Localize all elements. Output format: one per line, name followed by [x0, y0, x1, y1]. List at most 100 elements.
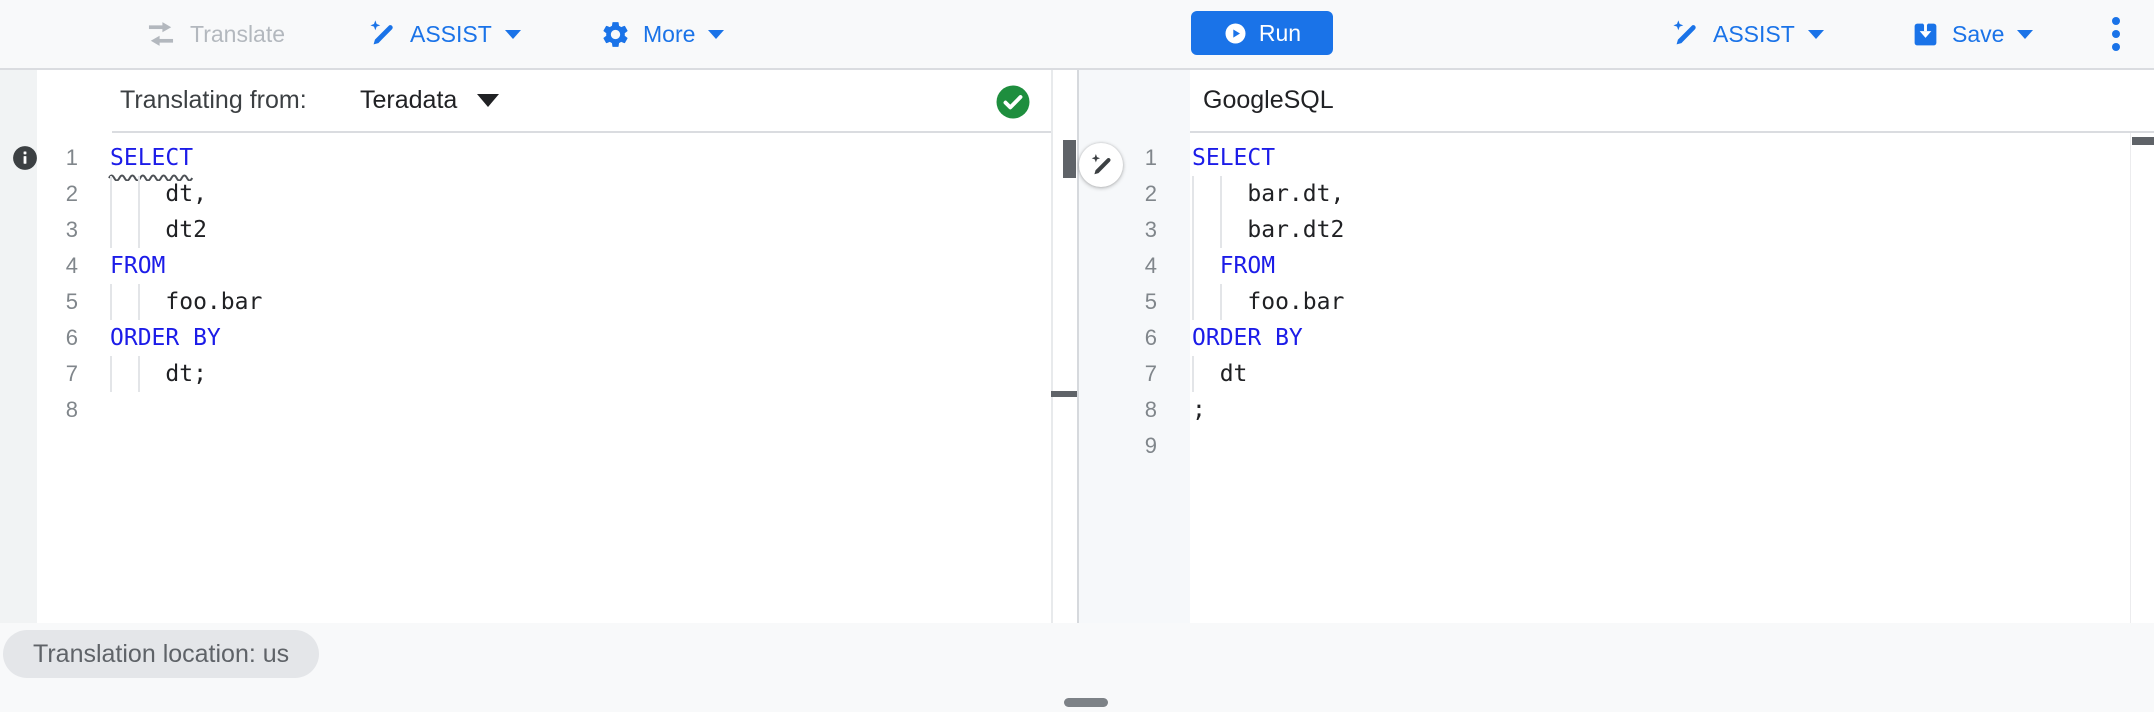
line-number: 3: [1144, 217, 1157, 242]
save-box-icon: [1911, 20, 1940, 49]
line-number: 4: [1144, 253, 1157, 278]
indent-guide: [137, 212, 140, 248]
magic-pen-icon: [1669, 18, 1701, 50]
code-text: bar.dt,: [1192, 181, 1345, 207]
code-line[interactable]: 1 SELECT: [0, 140, 2154, 176]
chevron-down-icon: [2017, 29, 2034, 39]
code-text: dt: [1192, 361, 1248, 387]
code-line[interactable]: 2 dt,: [0, 176, 2154, 212]
save-dropdown[interactable]: Save: [1911, 0, 2034, 68]
line-number: 1: [1144, 145, 1157, 170]
assist-right-label: ASSIST: [1713, 20, 1795, 47]
code-text: FROM: [110, 253, 166, 279]
right-editor-scrollbar-thumb[interactable]: [2132, 137, 2154, 145]
indent-guide: [1192, 212, 1194, 248]
play-circle-icon: [1223, 21, 1248, 46]
source-dialect-dropdown[interactable]: Teradata: [360, 70, 500, 131]
assist-suggestion-button[interactable]: [1079, 143, 1123, 187]
code-line[interactable]: 1 SELECT: [0, 140, 2154, 182]
right-scrollbar-track: [2130, 133, 2131, 623]
code-line[interactable]: 6 ORDER BY: [0, 320, 2154, 356]
line-number: 5: [65, 289, 78, 314]
line-number: 1: [65, 145, 78, 170]
panel-split-divider[interactable]: [1077, 70, 1079, 623]
translate-button[interactable]: Translate: [144, 0, 298, 68]
chevron-down-icon: [477, 94, 500, 107]
bottom-panel-drag-handle[interactable]: [1064, 698, 1108, 707]
code-line[interactable]: 5 foo.bar: [0, 284, 2154, 320]
indent-guide: [1192, 176, 1194, 212]
code-line[interactable]: 3 dt2: [0, 212, 2154, 248]
kebab-menu-icon[interactable]: [2101, 0, 2131, 68]
code-line[interactable]: 3 bar.dt2: [0, 212, 2154, 248]
gear-icon: [600, 19, 631, 50]
indent-guide: [1219, 212, 1222, 248]
indent-guide: [110, 176, 112, 212]
left-editor-scrollbar-thumb[interactable]: [1063, 140, 1076, 178]
code-text: foo.bar: [110, 289, 263, 315]
indent-guide: [110, 284, 112, 320]
left-editor-edge-line: [1051, 70, 1053, 623]
code-text: bar.dt2: [1192, 217, 1345, 243]
code-text: ORDER BY: [1192, 325, 1303, 351]
code-line[interactable]: 5 foo.bar: [0, 284, 2154, 320]
save-label: Save: [1952, 20, 2005, 47]
line-number: 5: [1144, 289, 1157, 314]
left-header-divider: [112, 131, 1051, 133]
code-text: foo.bar: [1192, 289, 1345, 315]
indent-guide: [137, 284, 140, 320]
line-number: 7: [65, 361, 78, 386]
assist-dropdown-left[interactable]: ASSIST: [366, 0, 521, 68]
assist-dropdown-right[interactable]: ASSIST: [1669, 0, 1824, 68]
indent-guide: [1219, 284, 1222, 320]
assist-label: ASSIST: [410, 20, 492, 47]
line-number: 2: [1144, 181, 1157, 206]
right-header-divider: [1190, 131, 2154, 133]
code-line[interactable]: 4 FROM: [0, 248, 2154, 284]
line-number: 7: [1144, 361, 1157, 386]
magic-pen-icon: [366, 18, 398, 50]
run-button[interactable]: Run: [1191, 11, 1333, 55]
code-line[interactable]: 2 bar.dt,: [0, 176, 2154, 212]
code-text: ;: [1192, 397, 1206, 423]
code-text: dt2: [110, 217, 207, 243]
line-number: 2: [65, 181, 78, 206]
translation-success-icon: [995, 84, 1031, 120]
code-line[interactable]: 8: [0, 392, 2154, 428]
code-line[interactable]: 9: [0, 428, 2154, 464]
chevron-down-icon: [504, 29, 521, 39]
line-number: 8: [65, 397, 78, 422]
line-number: 9: [1144, 433, 1157, 458]
info-icon[interactable]: [12, 145, 38, 171]
code-line[interactable]: 4 FROM: [0, 248, 2154, 284]
dialect-value: Teradata: [360, 86, 458, 114]
indent-guide: [1192, 248, 1194, 284]
line-number: 6: [65, 325, 78, 350]
swap-arrows-icon: [144, 17, 178, 51]
target-dialect-label: GoogleSQL: [1203, 86, 1334, 114]
magic-pen-icon: [1088, 152, 1115, 179]
line-number: 8: [1144, 397, 1157, 422]
indent-guide: [1192, 284, 1194, 320]
indent-guide: [1192, 356, 1194, 392]
line-number: 6: [1144, 325, 1157, 350]
code-line[interactable]: 7 dt: [0, 356, 2154, 392]
code-text: ORDER BY: [110, 325, 221, 351]
code-text: SELECT: [1192, 145, 1276, 171]
translate-label: Translate: [190, 20, 286, 47]
code-text: dt,: [110, 181, 207, 207]
code-line[interactable]: 7 dt;: [0, 356, 2154, 392]
line-number: 4: [65, 253, 78, 278]
code-line[interactable]: 6 ORDER BY: [0, 320, 2154, 356]
indent-guide: [1219, 176, 1222, 212]
split-drag-handle[interactable]: [1051, 391, 1077, 397]
chevron-down-icon: [708, 29, 725, 39]
indent-guide: [137, 356, 140, 392]
chevron-down-icon: [1807, 29, 1824, 39]
more-dropdown[interactable]: More: [600, 0, 725, 68]
code-text: FROM: [1219, 253, 1276, 279]
line-number: 3: [65, 217, 78, 242]
code-line[interactable]: 8;: [0, 392, 2154, 428]
